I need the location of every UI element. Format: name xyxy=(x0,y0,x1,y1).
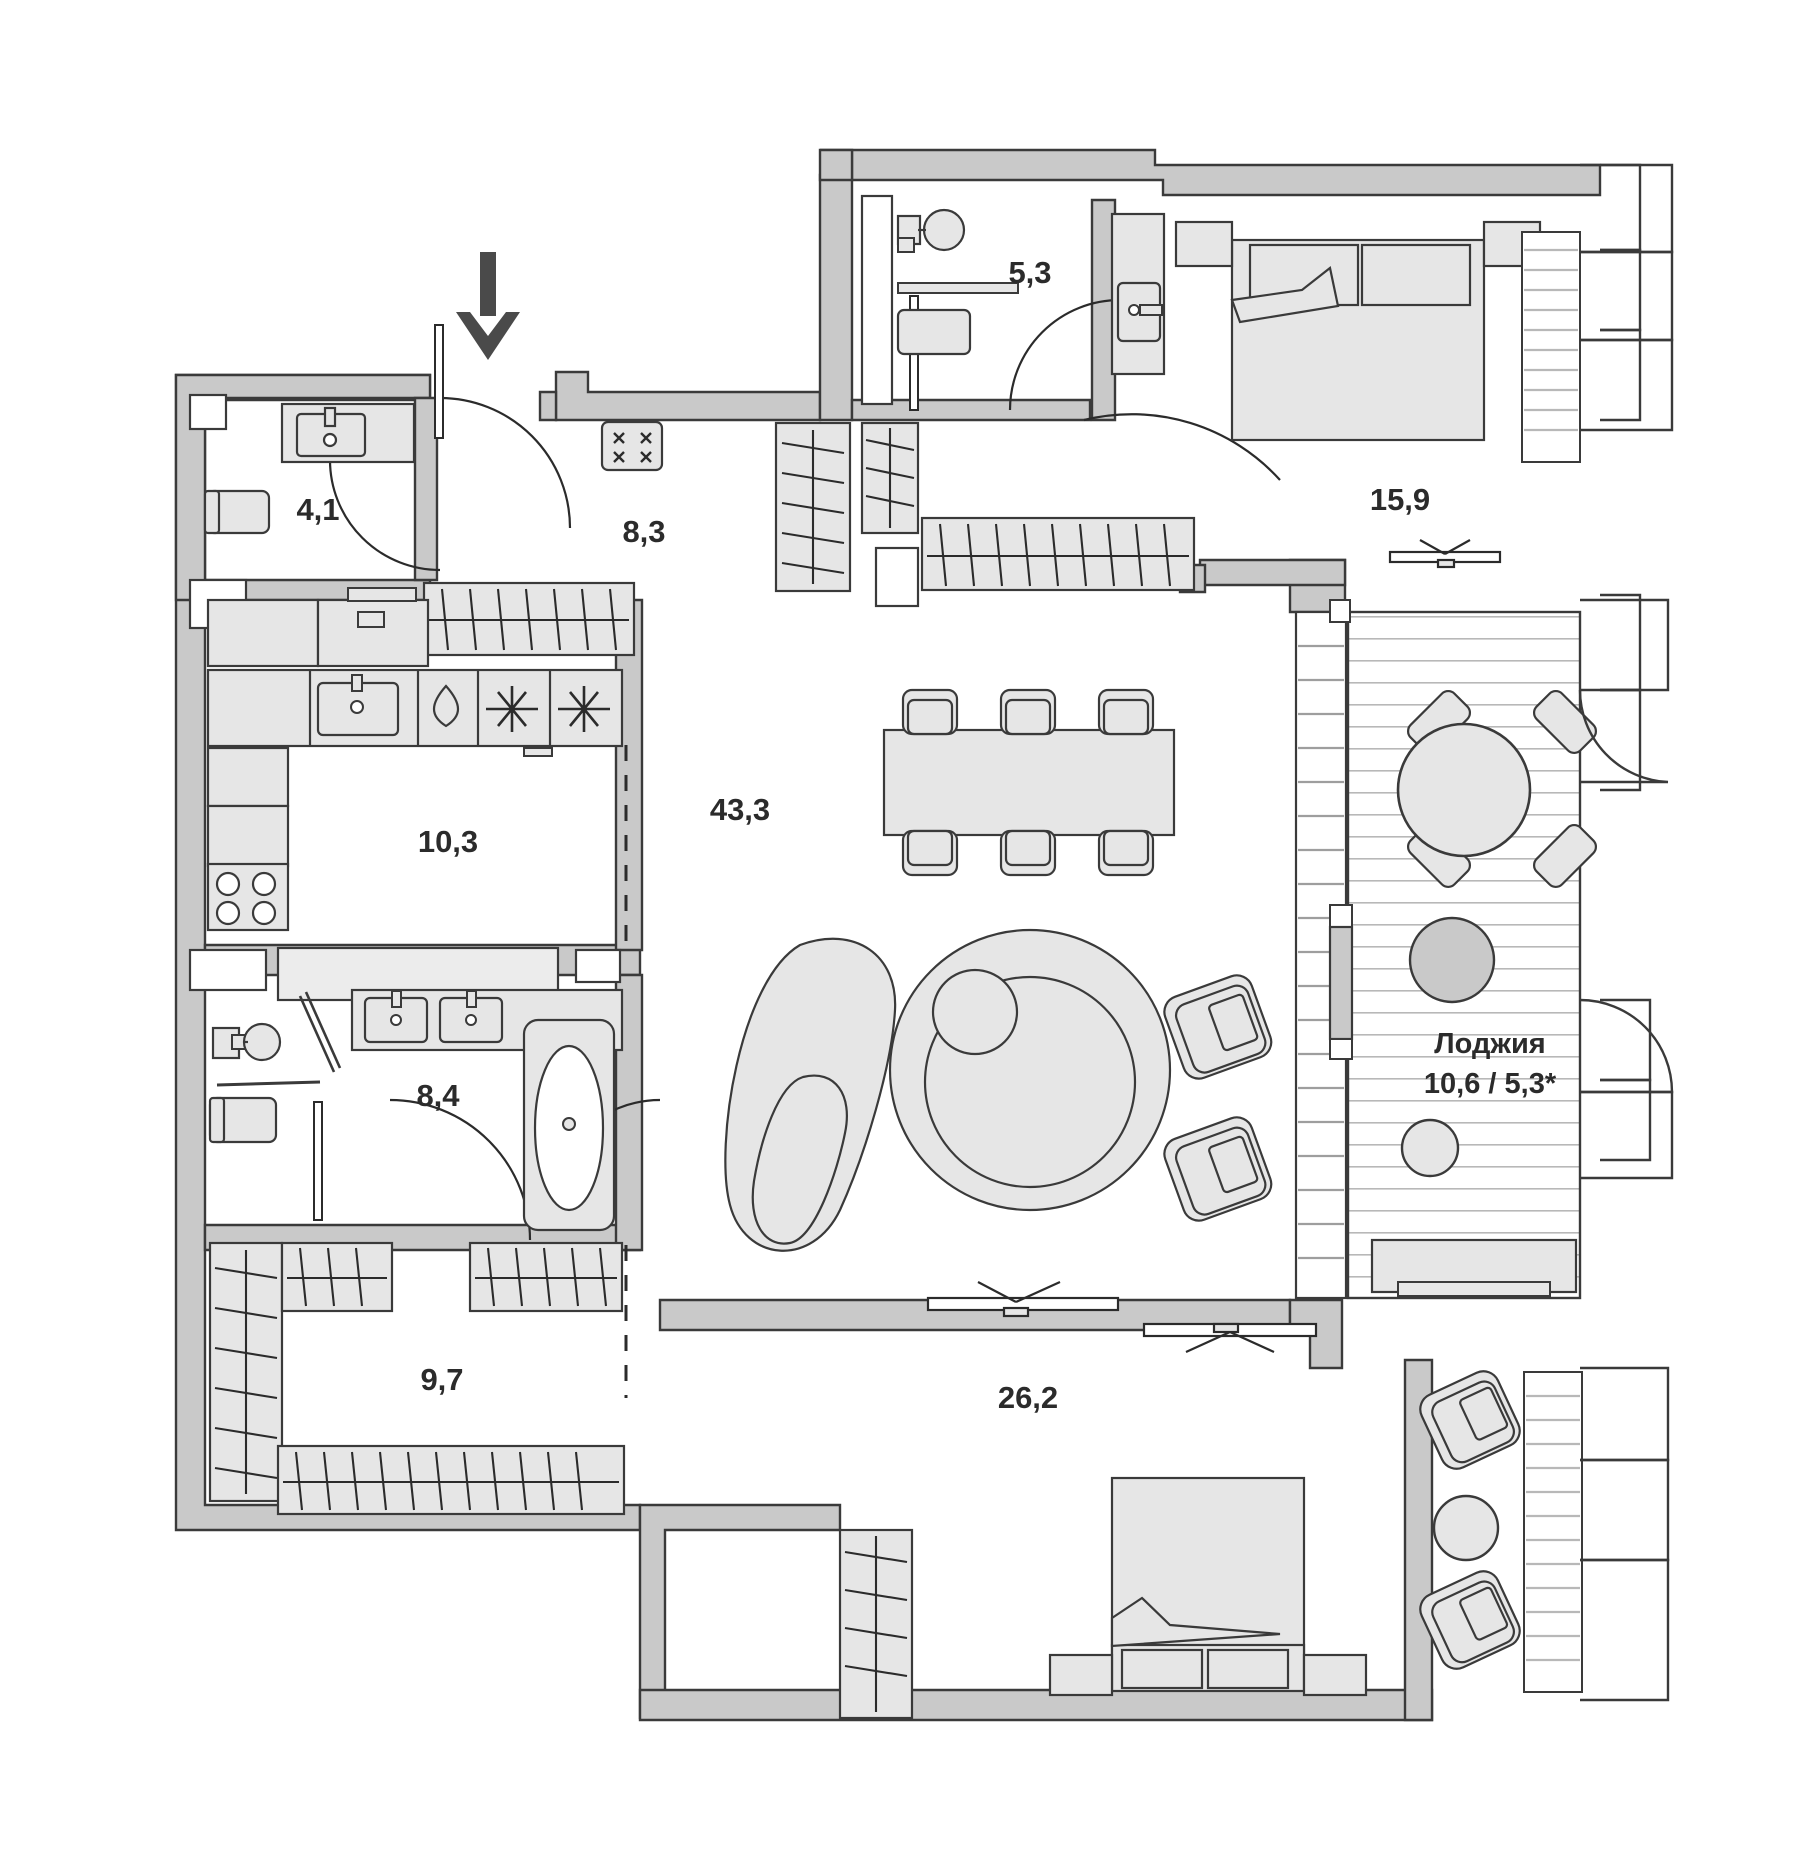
room-label-bathroom-guest: 4,1 xyxy=(296,492,339,527)
faucet xyxy=(391,990,402,1008)
pillow xyxy=(1360,243,1472,307)
nightstand xyxy=(1048,1653,1114,1697)
tall-cabinet xyxy=(206,746,290,808)
fixture-group-master-bedroom xyxy=(1174,220,1581,569)
shower-screen xyxy=(897,282,1019,294)
pillow xyxy=(1206,1648,1290,1690)
armchair xyxy=(1163,974,1273,1080)
faucet xyxy=(1139,304,1163,316)
dining-chair xyxy=(901,688,959,736)
fridge-top xyxy=(347,587,417,602)
dining-chair xyxy=(999,688,1057,736)
side-table xyxy=(931,968,1019,1056)
wardrobe-hanging-rail xyxy=(280,1241,394,1313)
refrigerator xyxy=(316,598,430,668)
duvet-fold xyxy=(1110,1596,1281,1648)
room-label-living: 43,3 xyxy=(710,792,770,827)
shower-valve xyxy=(897,237,915,253)
kitchen-counter xyxy=(206,668,624,748)
room-label-bedroom-master: 15,9 xyxy=(1370,482,1430,517)
room-area-labels: 4,1 8,3 5,3 15,9 10,3 43,3 8,4 9,7 26,2 … xyxy=(296,255,1556,1415)
dining-chair xyxy=(1097,688,1155,736)
faucet xyxy=(323,406,337,428)
loggia-area-label: 10,6 / 5,3* xyxy=(1424,1068,1557,1100)
cistern xyxy=(203,489,221,535)
wardrobe-hanging-rail xyxy=(860,421,920,535)
shower-head xyxy=(242,1022,282,1062)
shaft xyxy=(860,194,894,406)
wardrobe-hanging-rail xyxy=(208,1241,284,1503)
shower-screen xyxy=(304,991,342,1069)
planter xyxy=(1408,916,1496,1004)
oven-cabinet xyxy=(206,804,290,868)
dining-chair xyxy=(901,829,959,877)
armchair xyxy=(1163,1116,1273,1222)
side-table xyxy=(1432,1494,1500,1562)
counter-lip xyxy=(523,747,553,757)
fixture-group-bedroom-3 xyxy=(1048,1370,1583,1697)
dining-chair xyxy=(999,829,1057,877)
room-label-kitchen: 10,3 xyxy=(418,824,478,859)
niche xyxy=(874,546,920,608)
round-outdoor-table-four-chairs xyxy=(1396,689,1598,889)
radiator xyxy=(1388,539,1502,569)
faucet xyxy=(466,990,477,1008)
wardrobe-hanging-rail xyxy=(774,421,852,593)
dishwasher-icon xyxy=(432,684,460,728)
room-label-bedroom-3: 26,2 xyxy=(998,1380,1058,1415)
dryer-icon xyxy=(558,686,610,732)
shaft xyxy=(188,393,228,431)
wardrobe-hanging-rail xyxy=(838,1528,914,1720)
electrical-panel-icon xyxy=(600,420,664,472)
wardrobe-hanging-rail xyxy=(468,1241,624,1313)
nightstand xyxy=(1174,220,1234,268)
drain xyxy=(322,432,338,448)
armchair xyxy=(1419,1370,1521,1470)
dining-table xyxy=(882,728,1176,837)
radiator xyxy=(1142,1322,1318,1354)
drain xyxy=(350,700,364,714)
cistern xyxy=(208,1096,226,1144)
room-label-bedroom-2: 9,7 xyxy=(420,1362,463,1397)
loggia-zone xyxy=(1294,599,1598,1300)
fridge-handle xyxy=(357,611,385,628)
radiator xyxy=(926,1280,1120,1318)
wardrobe-group xyxy=(208,421,1196,1720)
room-label-wc: 5,3 xyxy=(1008,255,1051,290)
entrance-arrow-down-icon xyxy=(456,252,520,360)
toilet xyxy=(896,308,972,356)
planter xyxy=(1400,1118,1460,1178)
wardrobe-hanging-rail xyxy=(276,1444,626,1516)
dining-chair xyxy=(1097,829,1155,877)
fixture-group-master-bathroom xyxy=(208,988,628,1398)
fixture-group-living xyxy=(724,688,1318,1354)
fixture-group-guest-bathroom xyxy=(188,393,416,630)
wardrobe-hanging-rail xyxy=(422,581,636,657)
loggia-pier xyxy=(1328,925,1354,1041)
window-glazing xyxy=(1521,231,1581,463)
exterior-frames xyxy=(1578,163,1674,1702)
sofa-inner-seat xyxy=(751,1074,848,1245)
pillow xyxy=(1120,1648,1204,1690)
fixture-group-kitchen xyxy=(188,587,628,1002)
washing-machine-icon xyxy=(486,686,538,732)
shower-head xyxy=(922,208,966,252)
faucet xyxy=(351,674,363,692)
loggia-label: Лоджия xyxy=(1434,1028,1545,1060)
wardrobe-hanging-rail xyxy=(920,516,1196,592)
drain xyxy=(562,1117,576,1131)
duvet-fold xyxy=(1230,266,1340,324)
niche xyxy=(188,948,268,992)
nightstand xyxy=(1302,1653,1368,1697)
round-table xyxy=(1396,722,1532,858)
room-label-bathroom-master: 8,4 xyxy=(416,1078,460,1113)
armchair xyxy=(1419,1570,1521,1670)
niche xyxy=(574,948,622,984)
room-label-hall: 8,3 xyxy=(622,514,665,549)
fixture-group-wc xyxy=(860,194,1166,406)
base-cabinet xyxy=(206,598,320,668)
